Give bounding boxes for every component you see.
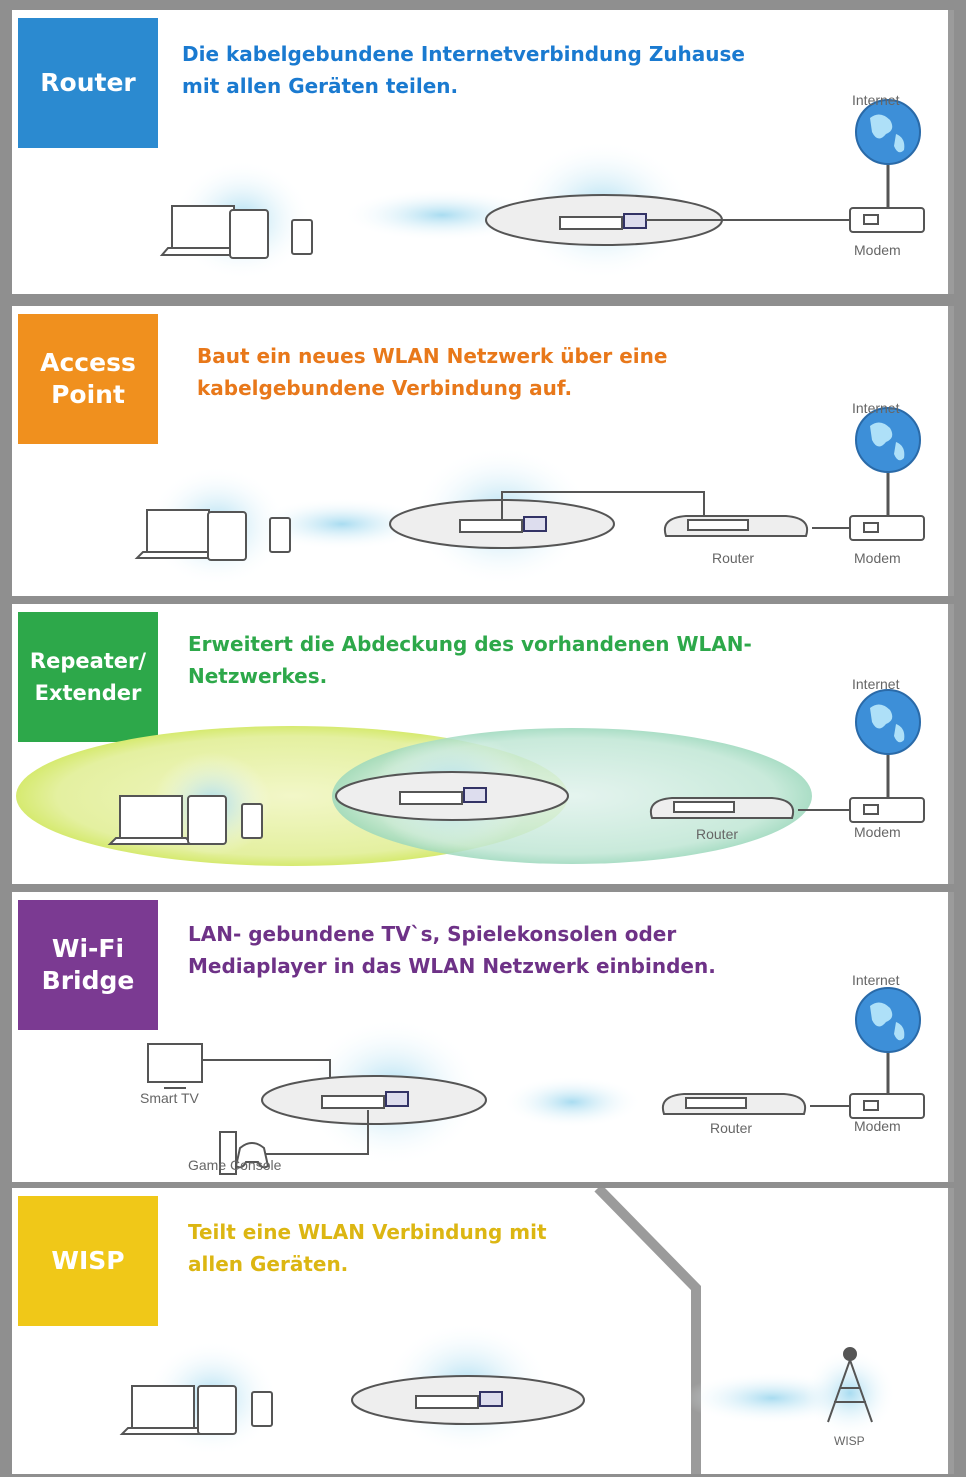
router-label: Router xyxy=(696,826,739,842)
access-point-headline: Baut ein neues WLAN Netzwerk über eine k… xyxy=(197,344,668,400)
wisp-diagram xyxy=(119,1188,896,1474)
globe-icon xyxy=(855,689,921,755)
wisp-label: WISP xyxy=(834,1434,865,1448)
laptop-icon xyxy=(134,509,222,559)
wisp-panel: WISP Teilt eine WLAN Verbindung mit alle… xyxy=(12,1188,954,1474)
game-console-icon xyxy=(219,1131,270,1175)
wifi-glow xyxy=(804,1349,896,1437)
modem-icon xyxy=(849,207,925,233)
repeater-device-icon xyxy=(335,771,569,821)
phone-icon xyxy=(291,219,313,255)
bridge-badge: Wi-Fi Bridge xyxy=(18,900,158,1030)
repeater-headline: Erweitert die Abdeckung des vorhandenen … xyxy=(188,632,752,688)
globe-icon xyxy=(855,987,921,1053)
smart-tv-label: Smart TV xyxy=(140,1090,199,1106)
tablet-icon xyxy=(187,795,227,845)
internet-label: Internet xyxy=(852,676,900,692)
wisp-device-icon xyxy=(351,1375,585,1425)
repeater-panel: Repeater/ Extender Erweitert die Abdecku… xyxy=(12,604,954,884)
router-badge: Router xyxy=(18,18,158,148)
house-outline xyxy=(594,1188,701,1474)
router-small-icon xyxy=(662,1093,806,1115)
phone-icon xyxy=(251,1391,273,1427)
router-headline: Die kabelgebundene Internetverbindung Zu… xyxy=(182,42,745,98)
laptop-icon xyxy=(119,1385,207,1435)
internet-label: Internet xyxy=(852,92,900,108)
bridge-headline: LAN- gebundene TV`s, Spielekonsolen oder… xyxy=(188,922,716,978)
laptop-icon xyxy=(107,795,195,845)
bridge-panel: Wi-Fi Bridge LAN- gebundene TV`s, Spiele… xyxy=(12,892,954,1182)
internet-label: Internet xyxy=(852,972,900,988)
wisp-badge: WISP xyxy=(18,1196,158,1326)
phone-icon xyxy=(241,803,263,839)
modem-label: Modem xyxy=(854,824,901,840)
cable-line xyxy=(260,1110,369,1155)
modem-label: Modem xyxy=(854,1118,901,1134)
repeater-diagram xyxy=(16,689,925,866)
internet-label: Internet xyxy=(852,400,900,416)
laptop-icon xyxy=(159,205,247,256)
access-point-badge: Access Point xyxy=(18,314,158,444)
cable-line xyxy=(501,491,705,520)
router-panel: Router Die kabelgebundene Internetverbin… xyxy=(12,10,954,294)
router-small-icon xyxy=(650,797,794,819)
router-label: Router xyxy=(710,1120,753,1136)
router-label: Router xyxy=(712,550,755,566)
game-console-label: Game Console xyxy=(188,1157,282,1173)
wifi-beam xyxy=(252,498,432,550)
globe-icon xyxy=(855,99,921,165)
router-diagram xyxy=(159,99,925,280)
globe-icon xyxy=(855,407,921,473)
wifi-beam xyxy=(502,1076,642,1128)
tablet-icon xyxy=(197,1385,237,1435)
modem-label: Modem xyxy=(854,550,901,566)
wisp-headline: Teilt eine WLAN Verbindung mit allen Ger… xyxy=(188,1220,547,1276)
bridge-device-icon xyxy=(261,1075,487,1125)
antenna-tower-icon xyxy=(827,1347,873,1423)
bridge-diagram xyxy=(147,987,925,1175)
modem-icon xyxy=(849,515,925,541)
tablet-icon xyxy=(229,209,269,259)
tablet-icon xyxy=(207,511,247,561)
phone-icon xyxy=(269,517,291,553)
access-point-panel: Access Point Baut ein neues WLAN Netzwer… xyxy=(12,306,954,596)
modem-icon xyxy=(849,797,925,823)
access-point-diagram xyxy=(134,407,925,586)
router-small-icon xyxy=(664,515,808,537)
modem-icon xyxy=(849,1093,925,1119)
repeater-badge: Repeater/ Extender xyxy=(18,612,158,742)
tv-icon xyxy=(147,1043,203,1089)
modem-label: Modem xyxy=(854,242,901,258)
